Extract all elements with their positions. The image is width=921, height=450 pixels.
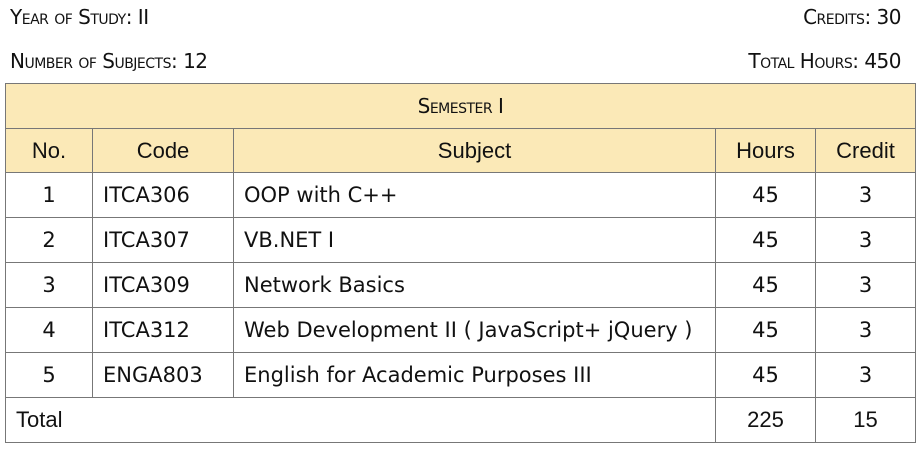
semester-title-row: Semester I: [4, 83, 917, 129]
table-row: 3 ITCA309 Network Basics 45 3: [5, 262, 917, 308]
table-row: 5 ENGA803 English for Academic Purposes …: [5, 352, 917, 398]
row-credit: 3: [814, 172, 917, 218]
year-of-study: Year of Study: II: [10, 5, 149, 29]
row-code: ITCA309: [92, 262, 234, 308]
row-credit: 3: [814, 307, 917, 353]
row-no: 1: [5, 172, 93, 218]
row-subject: English for Academic Purposes III: [233, 352, 716, 398]
row-hours: 45: [715, 262, 816, 308]
table-row: 4 ITCA312 Web Development II ( JavaScrip…: [5, 307, 917, 353]
total-row: Total 225 15: [5, 397, 917, 443]
column-header-subject: Subject: [233, 128, 716, 173]
row-no: 2: [5, 217, 93, 263]
column-header-code: Code: [92, 128, 234, 173]
row-subject: Network Basics: [233, 262, 716, 308]
row-hours: 45: [715, 172, 816, 218]
row-no: 3: [5, 262, 93, 308]
total-credit-value: 15: [814, 397, 917, 443]
row-code: ITCA306: [92, 172, 234, 218]
row-code: ENGA803: [92, 352, 234, 398]
row-no: 5: [5, 352, 93, 398]
table-row: 1 ITCA306 OOP with C++ 45 3: [5, 172, 917, 218]
table-header-row: No. Code Subject Hours Credit: [5, 128, 917, 173]
number-of-subjects: Number of Subjects: 12: [10, 49, 208, 73]
semester-table: Semester I No. Code Subject Hours Credit…: [4, 83, 917, 443]
row-credit: 3: [814, 352, 917, 398]
row-hours: 45: [715, 217, 816, 263]
row-code: ITCA307: [92, 217, 234, 263]
row-hours: 45: [715, 307, 816, 353]
semester-title: Semester I: [4, 83, 917, 129]
row-subject: VB.NET I: [233, 217, 716, 263]
study-info-row: Year of Study: II Credits: 30: [10, 5, 901, 29]
row-subject: OOP with C++: [233, 172, 716, 218]
row-subject: Web Development II ( JavaScript+ jQuery …: [233, 307, 716, 353]
row-no: 4: [5, 307, 93, 353]
row-credit: 3: [814, 217, 917, 263]
column-header-hours: Hours: [715, 128, 816, 173]
total-hours-value: 225: [715, 397, 816, 443]
total-label: Total: [5, 397, 716, 443]
total-hours: Total Hours: 450: [748, 49, 901, 73]
column-header-no: No.: [5, 128, 93, 173]
column-header-credit: Credit: [814, 128, 917, 173]
table-row: 2 ITCA307 VB.NET I 45 3: [5, 217, 917, 263]
row-code: ITCA312: [92, 307, 234, 353]
row-hours: 45: [715, 352, 816, 398]
credits-total: Credits: 30: [803, 5, 901, 29]
subjects-info-row: Number of Subjects: 12 Total Hours: 450: [10, 49, 901, 73]
row-credit: 3: [814, 262, 917, 308]
